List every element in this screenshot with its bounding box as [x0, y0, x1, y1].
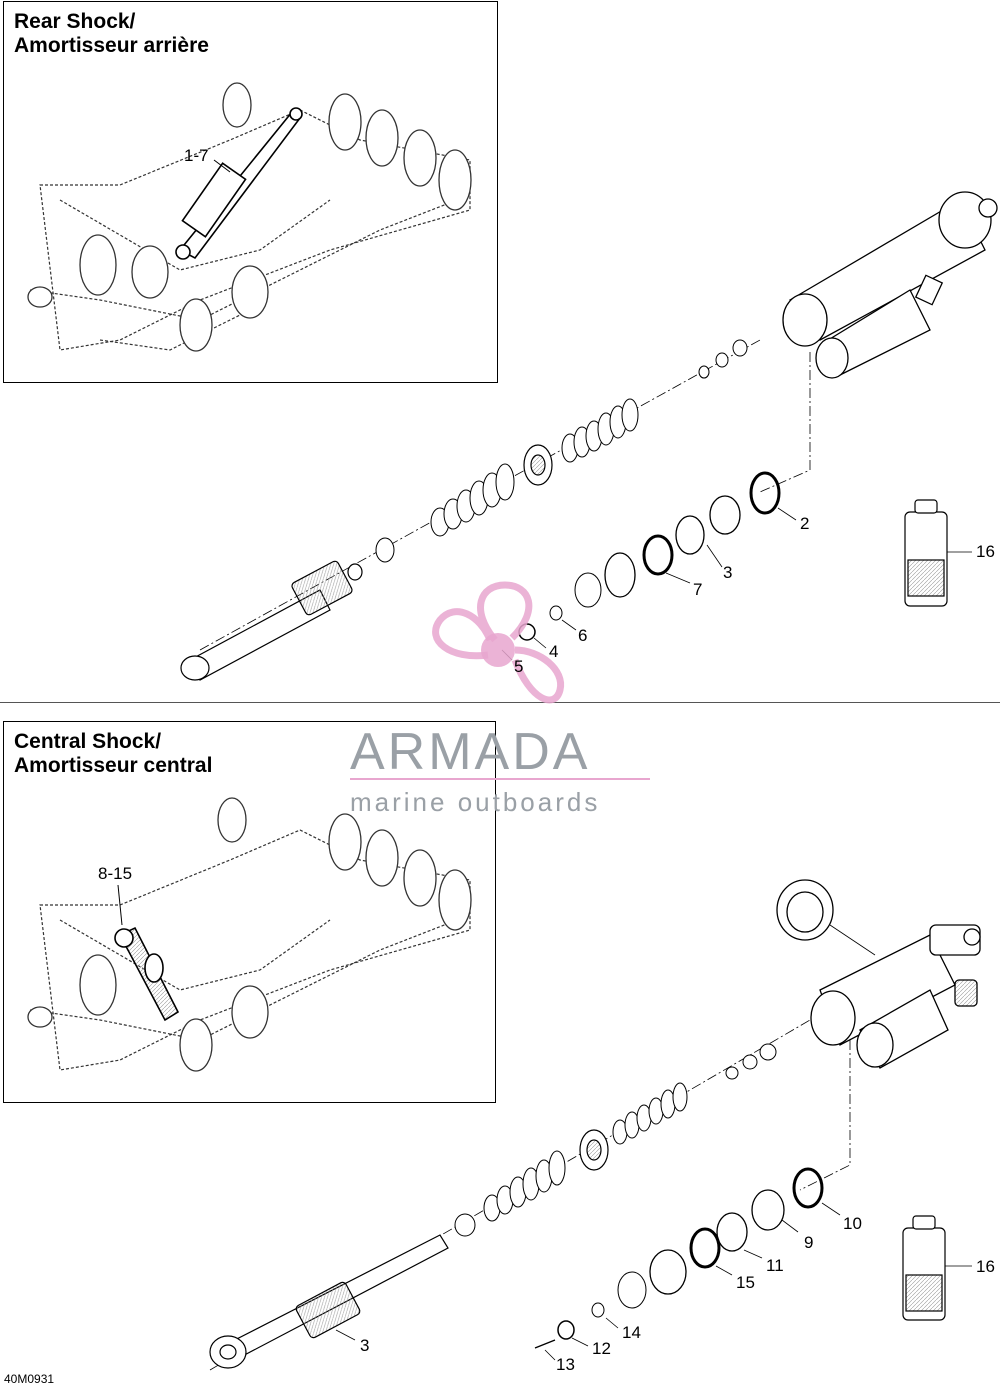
- rear-seals: [518, 471, 781, 641]
- central-suspension-wheels: [27, 797, 472, 1072]
- central-shock-title-fr: Amortisseur central: [14, 754, 213, 777]
- central-shock-sketch: [114, 926, 180, 1022]
- central-shock-title: Central Shock/ Amortisseur central: [14, 730, 212, 778]
- callout-lower-10: 10: [843, 1214, 862, 1233]
- central-shaft-eye: [209, 1234, 449, 1369]
- rear-piston: [523, 444, 553, 486]
- watermark-tagline: marine outboards: [350, 787, 601, 817]
- callout-lower-12: 12: [592, 1339, 611, 1358]
- watermark-rule: [350, 778, 650, 780]
- rear-washer: [375, 537, 395, 563]
- callout-upper-4: 4: [549, 642, 559, 661]
- rear-shock-title: Rear Shock/ Amortisseur arrière: [14, 10, 209, 58]
- central-shock-body: [776, 879, 981, 1069]
- callout-upper-7: 7: [693, 580, 703, 599]
- rear-shock-title-en: Rear Shock/: [14, 10, 136, 33]
- section-divider: [0, 702, 1000, 703]
- callout-upper-2: 2: [800, 514, 810, 533]
- rear-shock-body: [782, 191, 998, 379]
- propeller-logo-icon: [432, 581, 565, 704]
- rear-shock-title-fr: Amortisseur arrière: [14, 34, 209, 57]
- rear-shock-sketch: [175, 107, 303, 260]
- central-piston: [579, 1129, 609, 1171]
- callout-lower-16: 16: [976, 1257, 995, 1276]
- watermark-brand: ARMADA: [350, 723, 591, 781]
- rear-spring-lower: [430, 463, 515, 537]
- callout-lower-14: 14: [622, 1323, 641, 1342]
- central-spring-upper: [612, 1082, 688, 1145]
- callout-upper-6: 6: [578, 626, 588, 645]
- shock-oil-bottle-icon: [904, 499, 948, 607]
- callout-1-7: 1-7: [184, 146, 209, 165]
- rear-shaft-eye: [180, 560, 363, 681]
- central-upper-washers: [725, 1043, 777, 1080]
- callout-lower-3: 3: [360, 1336, 370, 1355]
- rear-shock-inset: Rear Shock/ Amortisseur arrière: [3, 1, 498, 383]
- shock-oil-bottle-icon-lower: [902, 1215, 946, 1321]
- callout-upper-16: 16: [976, 542, 995, 561]
- central-spring-lower: [483, 1150, 566, 1222]
- callout-8-15: 8-15: [98, 864, 133, 883]
- callout-lower-11: 11: [766, 1256, 784, 1275]
- central-shock-title-en: Central Shock/: [14, 730, 162, 753]
- central-seals: [534, 1167, 824, 1349]
- drawing-code: 40M0931: [4, 1372, 55, 1386]
- callout-upper-3: 3: [723, 563, 733, 582]
- central-washer: [454, 1213, 476, 1237]
- rear-leader-lines: [501, 507, 972, 661]
- callout-upper-5: 5: [514, 657, 524, 676]
- callout-lower-9: 9: [804, 1233, 814, 1252]
- callout-lower-13: 13: [556, 1355, 575, 1374]
- rear-suspension-wheels: [27, 82, 472, 352]
- central-shock-inset: Central Shock/ Amortisseur central: [3, 721, 496, 1103]
- propeller-hub-icon: [481, 633, 515, 667]
- callout-lower-15: 15: [736, 1273, 755, 1292]
- rear-upper-washers: [698, 339, 748, 379]
- rear-spring-upper: [561, 398, 639, 463]
